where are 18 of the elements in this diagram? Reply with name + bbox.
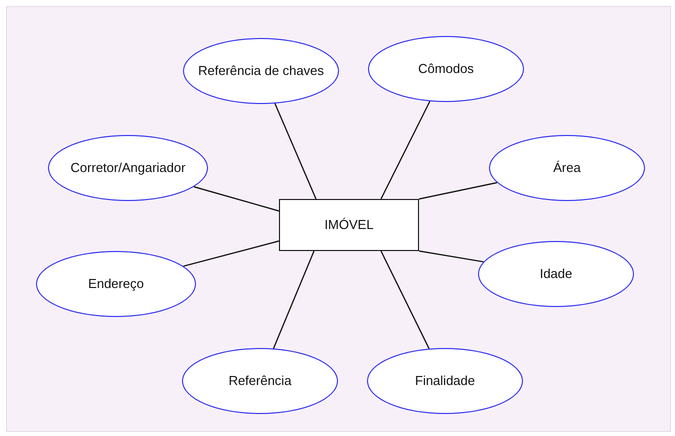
connector-line: [194, 186, 280, 212]
connector-line: [183, 240, 280, 267]
node-label: Finalidade: [414, 373, 476, 389]
connector-line: [274, 103, 317, 200]
connector-line: [418, 250, 484, 262]
connector-line: [380, 250, 430, 349]
connector-line: [418, 182, 498, 200]
node-label: Endereço: [87, 276, 145, 292]
node-label: Cômodos: [417, 61, 475, 77]
node-label: Corretor/Angariador: [70, 160, 186, 176]
node-label: Idade: [538, 266, 574, 282]
node-label: Referência: [228, 373, 292, 389]
connector-line: [272, 250, 315, 349]
node-label: Referência de chaves: [197, 63, 325, 79]
entity-box: [279, 199, 419, 251]
node-label: IMÓVEL: [323, 217, 375, 233]
connector-line: [380, 101, 430, 200]
node-label: Área: [552, 160, 582, 176]
